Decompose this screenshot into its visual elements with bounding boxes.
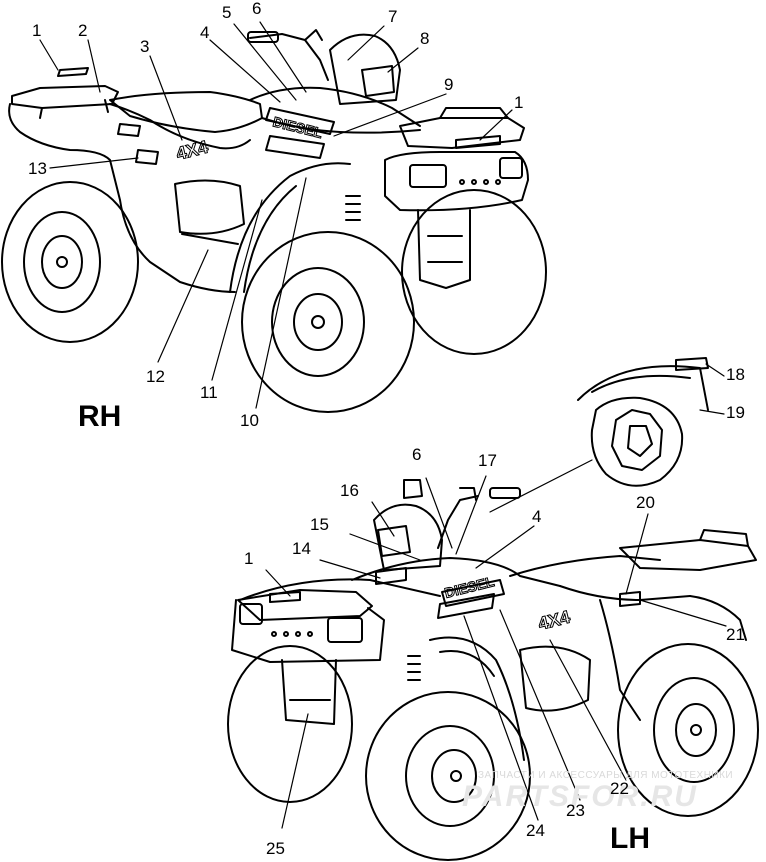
callout-rh-4: 4 [200, 23, 210, 42]
callout-rh-2: 2 [78, 21, 88, 40]
callout-rh-12: 12 [146, 367, 165, 386]
callout-rh-6: 6 [252, 0, 262, 18]
callout-rh-5: 5 [222, 3, 232, 22]
view-label-lh: LH [610, 822, 650, 855]
callout-rh-13: 13 [28, 159, 47, 178]
callout-rh-1b: 1 [514, 93, 524, 112]
callout-rh-1: 1 [32, 21, 42, 40]
rh-4x4-decal: 4X4 [174, 137, 210, 164]
callout-lh-20: 20 [636, 493, 655, 512]
callout-rh-9: 9 [444, 75, 454, 94]
callout-lh-15: 15 [310, 515, 329, 534]
lh-4x4-decal: 4X4 [536, 607, 572, 634]
decal-lettering: 4X4 DIESEL 4X4 DIESEL [174, 113, 573, 634]
callout-lh-4: 4 [532, 507, 542, 526]
callout-lh-14: 14 [292, 539, 311, 558]
callout-lh-17: 17 [478, 451, 497, 470]
view-label-rh: RH [78, 400, 122, 433]
callout-lh-24: 24 [526, 821, 545, 840]
callout-rh-8: 8 [420, 29, 430, 48]
callout-lh-1: 1 [244, 549, 254, 568]
callout-fender-18: 18 [726, 365, 745, 384]
callout-lh-22: 22 [610, 779, 629, 798]
callout-lh-16: 16 [340, 481, 359, 500]
callout-lh-6: 6 [412, 445, 422, 464]
callout-fender-19: 19 [726, 403, 745, 422]
fender-detail-drawing [489, 357, 725, 513]
callout-rh-3: 3 [140, 37, 150, 56]
lh-atv-drawing [227, 475, 759, 861]
callout-lh-23: 23 [566, 801, 585, 820]
callout-rh-10: 10 [240, 411, 259, 430]
callout-lh-21: 21 [726, 625, 745, 644]
callout-rh-7: 7 [388, 7, 398, 26]
watermark-tagline: ЗАПЧАСТИ И АКСЕССУАРЫ ДЛЯ МОТОТЕХНИКИ [478, 770, 734, 781]
callout-lh-25: 25 [266, 839, 285, 858]
watermark-brand: PARTSFOR.RU [462, 780, 698, 813]
callout-rh-11: 11 [200, 383, 218, 402]
rh-atv-drawing [1, 21, 547, 413]
